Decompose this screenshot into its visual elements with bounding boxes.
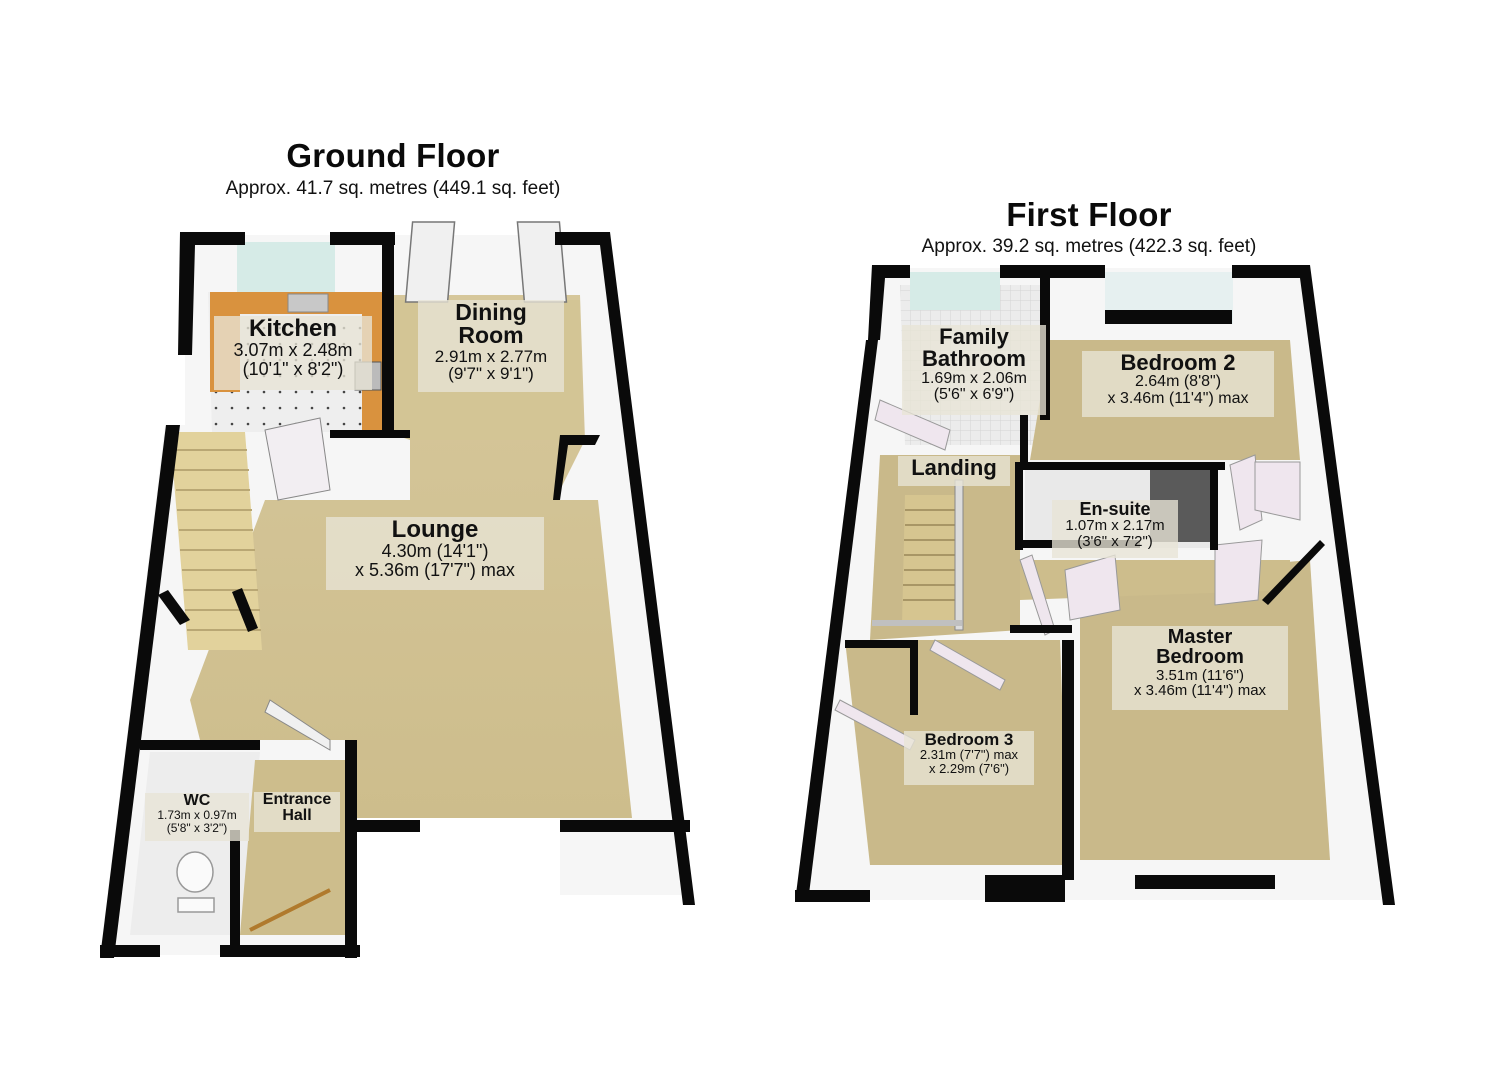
first-stairs (872, 479, 964, 631)
kitchen-window (237, 242, 335, 292)
room-dimensions-imperial: (3'6" x 7'2") (1077, 532, 1153, 550)
master-door (1214, 539, 1263, 606)
room-label-master-bedroom: Master Bedroom 3.51m (11'6") x 3.46m (11… (1112, 626, 1288, 710)
ground-walls (100, 232, 695, 958)
room-label-family-bathroom: Family Bathroom 1.69m x 2.06m (5'6" x 6'… (902, 325, 1046, 415)
room-dimensions-line1: 2.64m (8'8") (1134, 373, 1222, 391)
toilet (176, 851, 214, 893)
room-dimensions-metric: 2.91m x 2.77m (434, 346, 548, 366)
room-name: WC (183, 792, 211, 809)
room-dimensions-line2: x 2.29m (7'6") (928, 760, 1010, 776)
french-door-left (404, 221, 456, 303)
room-name: En-suite (1079, 499, 1151, 519)
room-dimensions-imperial: (9'7" x 9'1") (448, 364, 534, 384)
kitchen-door (264, 417, 331, 501)
room-dimensions-metric: 1.07m x 2.17m (1065, 517, 1165, 535)
wardrobe-door-2 (1254, 461, 1301, 521)
room-dimensions-line2: x 3.46m (11'4") max (1133, 682, 1267, 700)
room-label-entrance-hall: Entrance Hall (254, 791, 340, 832)
ensuite-door (1064, 554, 1121, 621)
ground-floor-plan (100, 221, 695, 958)
room-name: Bedroom 2 (1120, 350, 1236, 375)
room-name: Bedroom 3 (924, 730, 1014, 749)
first-walls (795, 265, 1395, 905)
front-door (249, 888, 331, 932)
room-label-lounge: Lounge 4.30m (14'1") x 5.36m (17'7") max (326, 517, 544, 590)
room-dimensions-line1: 4.30m (14'1") (381, 541, 489, 562)
ground-floor-area: Approx. 41.7 sq. metres (449.1 sq. feet) (225, 178, 561, 199)
room-dimensions-metric: 3.07m x 2.48m (233, 340, 353, 361)
wardrobe-door-1 (1229, 454, 1263, 531)
room-dimensions-line2: x 3.46m (11'4") max (1107, 389, 1249, 407)
room-dimensions-metric: 1.69m x 2.06m (921, 369, 1027, 387)
room-label-landing: Landing (898, 456, 1010, 486)
room-name: Lounge (391, 516, 479, 543)
room-dimensions-metric: 1.73m x 0.97m (157, 808, 237, 823)
kitchen-sink (287, 293, 329, 313)
room-dimensions-line1: 3.51m (11'6") (1156, 666, 1244, 684)
room-name-line1: Master (1167, 626, 1233, 648)
room-name-line2: Hall (282, 807, 312, 825)
room-name-line2: Room (458, 322, 524, 349)
bathroom-window (910, 272, 1000, 310)
room-dimensions-line2: x 5.36m (17'7") max (355, 559, 515, 580)
room-label-bedroom-3: Bedroom 3 2.31m (7'7") max x 2.29m (7'6"… (904, 731, 1034, 785)
first-floor-area: Approx. 39.2 sq. metres (422.3 sq. feet) (921, 236, 1257, 257)
room-name: Landing (911, 455, 997, 480)
room-name-line2: Bathroom (922, 346, 1026, 372)
room-label-bedroom-2: Bedroom 2 2.64m (8'8") x 3.46m (11'4") m… (1082, 351, 1274, 417)
room-label-en-suite: En-suite 1.07m x 2.17m (3'6" x 7'2") (1052, 500, 1178, 558)
room-label-wc: WC 1.73m x 0.97m (5'8" x 3'2") (145, 792, 249, 841)
room-dimensions-imperial: (5'8" x 3'2") (166, 820, 228, 835)
room-label-dining-room: Dining Room 2.91m x 2.77m (9'7" x 9'1") (418, 300, 564, 392)
room-dimensions-imperial: (5'6" x 6'9") (933, 386, 1015, 404)
room-name-line1: Dining (455, 299, 527, 325)
room-label-kitchen: Kitchen 3.07m x 2.48m (10'1" x 8'2") (214, 316, 372, 390)
room-name: Kitchen (248, 315, 337, 342)
bathroom-door (874, 399, 951, 451)
room-dimensions-line1: 2.31m (7'7") max (919, 747, 1019, 763)
bedroom3-door (929, 639, 1006, 691)
ground-floor-title: Ground Floor (286, 137, 500, 174)
room-name-line1: Family (939, 324, 1009, 349)
room-dimensions-imperial: (10'1" x 8'2") (242, 358, 344, 379)
entrance-door (264, 699, 331, 751)
first-floor-title: First Floor (1006, 196, 1172, 233)
room-name-line1: Entrance (262, 791, 332, 808)
room-name-line2: Bedroom (1156, 646, 1244, 669)
